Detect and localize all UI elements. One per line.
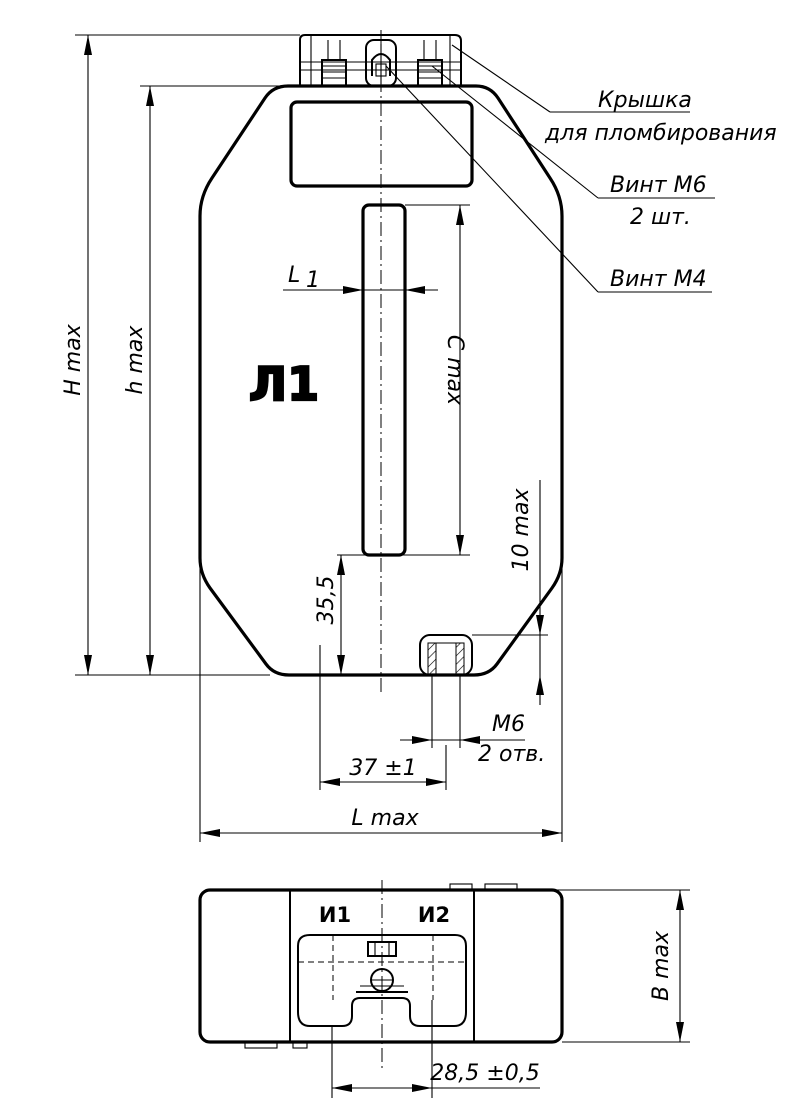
m6-bottom-hole — [419, 634, 473, 676]
dim-l1-sub: 1 — [306, 268, 320, 293]
terminal-i1: И1 — [319, 903, 351, 927]
callout-screw-m6: Винт М6 — [610, 173, 707, 198]
dim-l1-label: L — [288, 263, 300, 288]
dim-35-5-label: 35,5 — [314, 576, 339, 625]
dim-h-max-label: H max — [61, 323, 86, 395]
dim-28-5-label: 28,5 ±0,5 — [430, 1061, 539, 1086]
callout-cover-line1: Крышка — [598, 88, 692, 113]
callouts: Крышка для пломбирования Винт М6 2 шт. В… — [385, 44, 777, 293]
marking-l1: Л1 — [249, 357, 319, 411]
top-view: И1 И2 — [198, 880, 564, 1070]
dimensions-top: B max 28,5 ±0,5 — [331, 889, 690, 1098]
dimensions-front: H max h max L 1 C max 35,5 10 max — [61, 34, 563, 842]
screw-m6-left — [321, 40, 347, 87]
center-slot — [361, 203, 407, 557]
callout-screw-m4: Винт М4 — [610, 267, 707, 292]
dim-c-max-label: C max — [442, 335, 467, 406]
terminal-i2: И2 — [418, 903, 450, 927]
front-view: Л1 — [198, 30, 564, 695]
screw-m6-right — [417, 40, 443, 87]
dim-m6-label: М6 — [492, 712, 525, 737]
dim-37-label: 37 ±1 — [349, 756, 416, 781]
dim-small-h-max-label: h max — [123, 325, 148, 395]
callout-screw-m6-count: 2 шт. — [630, 205, 691, 230]
terminal-block — [297, 934, 467, 1027]
top-body-outline — [198, 888, 564, 1044]
body-outline — [198, 84, 564, 677]
callout-cover-line2: для пломбирования — [544, 121, 777, 146]
dim-10-max-label: 10 max — [509, 488, 534, 572]
dim-m6-count-label: 2 отв. — [478, 742, 545, 767]
dim-b-max-label: B max — [649, 930, 674, 1001]
dim-l-max-label: L max — [351, 806, 419, 831]
